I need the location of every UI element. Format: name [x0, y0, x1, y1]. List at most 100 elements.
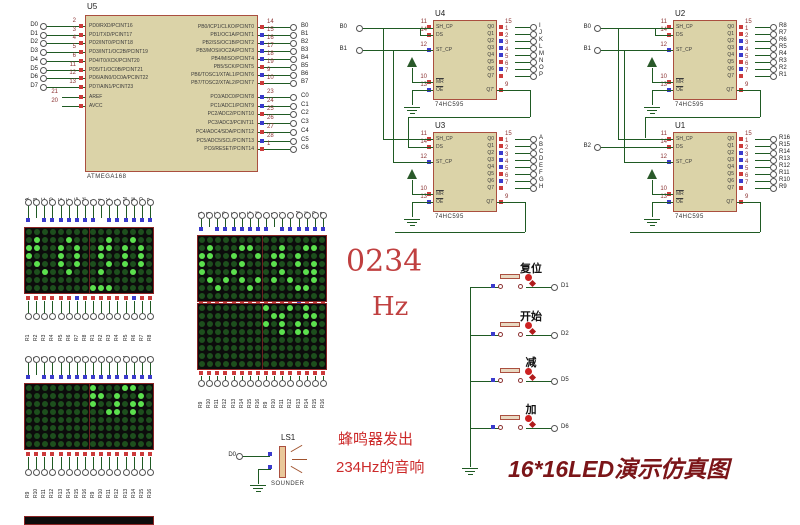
- led: [146, 425, 152, 431]
- pin-state-square: [499, 172, 503, 176]
- led: [130, 229, 136, 235]
- led: [42, 253, 48, 259]
- matrix-bottom-label: R9: [198, 401, 204, 408]
- wire: [652, 90, 673, 91]
- terminal-label-B0: B0: [583, 24, 591, 30]
- terminal-M: [123, 199, 130, 206]
- pin-wire: [93, 363, 94, 375]
- pin-number: 6: [505, 61, 509, 67]
- pin-wire: [28, 363, 29, 375]
- push-button-D5[interactable]: [500, 368, 520, 373]
- led: [215, 285, 221, 291]
- sr-pin-label: Q2: [487, 38, 494, 44]
- led: [255, 253, 261, 259]
- button-toggle-marker[interactable]: [528, 327, 537, 336]
- led: [271, 345, 277, 351]
- button-toggle-marker[interactable]: [525, 415, 532, 422]
- pin-state-square: [739, 74, 743, 78]
- pin-number: 18: [267, 51, 274, 57]
- terminal-R13: [296, 380, 303, 387]
- button-toggle-marker[interactable]: [525, 368, 532, 375]
- led: [279, 245, 285, 251]
- push-button-D1[interactable]: [500, 274, 520, 279]
- terminal-G: [247, 212, 254, 219]
- pin-state-square: [50, 452, 54, 456]
- led: [215, 245, 221, 251]
- pin-state-square: [739, 151, 743, 155]
- terminal-label-D6: D6: [30, 74, 38, 80]
- pin-state-square: [115, 452, 119, 456]
- button-toggle-marker[interactable]: [528, 373, 537, 382]
- matrix-bottom-label: R11: [214, 399, 220, 408]
- pin-wire: [44, 206, 45, 218]
- pin-wire: [299, 376, 300, 380]
- terminal-D0: [236, 453, 243, 460]
- led: [279, 261, 285, 267]
- pin-wire: [274, 376, 275, 380]
- pin-wire: [217, 376, 218, 380]
- led: [199, 321, 205, 327]
- matrix-bottom-label: R4: [114, 334, 120, 341]
- led: [34, 409, 40, 415]
- pin-number: 13: [69, 79, 76, 85]
- led: [82, 261, 88, 267]
- led: [255, 245, 261, 251]
- terminal-H: [82, 199, 89, 206]
- matrix-bottom-label: R3: [106, 334, 112, 341]
- pin-wire: [28, 457, 29, 469]
- led: [207, 329, 213, 335]
- wire: [395, 232, 525, 233]
- ground-symbol: [462, 468, 478, 469]
- pin-wire: [755, 62, 770, 63]
- sound-wave-icon: [290, 465, 303, 474]
- led: [74, 261, 80, 267]
- led: [247, 321, 253, 327]
- terminal-F: [66, 199, 73, 206]
- sr-pin-label: Q7': [726, 199, 734, 205]
- wire: [258, 469, 259, 484]
- terminal-I: [90, 199, 97, 206]
- led: [271, 269, 277, 275]
- pin-state-square: [59, 218, 63, 222]
- button-toggle-marker[interactable]: [528, 279, 537, 288]
- wire: [408, 147, 433, 148]
- matrix-bottom-label: R11: [279, 399, 285, 408]
- pin-state-square: [305, 227, 309, 231]
- led: [26, 285, 32, 291]
- sr-pin-label: Q4: [487, 52, 494, 58]
- led: [130, 253, 136, 259]
- terminal-R8: [770, 24, 777, 31]
- led: [114, 393, 120, 399]
- button-toggle-marker[interactable]: [525, 274, 532, 281]
- buzzer-note-line1: 蜂鸣器发出: [338, 431, 414, 448]
- led: [74, 253, 80, 259]
- terminal-R11: [41, 469, 48, 476]
- terminal-label-B5: B5: [301, 63, 309, 69]
- push-button-D6[interactable]: [500, 415, 520, 420]
- button-toggle-marker[interactable]: [528, 420, 537, 429]
- led: [263, 261, 269, 267]
- terminal-R15: [247, 380, 254, 387]
- led: [50, 285, 56, 291]
- led: [122, 401, 128, 407]
- mcu-pin-label: PC5/ADC5/SCL/PCINT13: [196, 138, 254, 144]
- led: [138, 285, 144, 291]
- led: [106, 417, 112, 423]
- button-toggle-marker[interactable]: [525, 322, 532, 329]
- pin-number: 5: [72, 44, 76, 50]
- terminal-label-R10: R10: [779, 177, 791, 183]
- matrix-bottom-label: R16: [320, 398, 326, 408]
- pin-wire: [77, 301, 78, 313]
- pin-wire: [225, 376, 226, 380]
- led: [207, 337, 213, 343]
- led: [239, 285, 245, 291]
- pin-number: 3: [72, 27, 76, 33]
- led: [130, 401, 136, 407]
- led: [114, 417, 120, 423]
- push-button-D2[interactable]: [500, 322, 520, 327]
- led: [98, 245, 104, 251]
- led: [199, 337, 205, 343]
- sr-ref-U1: U1: [675, 121, 686, 130]
- led: [50, 385, 56, 391]
- terminal-R14: [66, 469, 73, 476]
